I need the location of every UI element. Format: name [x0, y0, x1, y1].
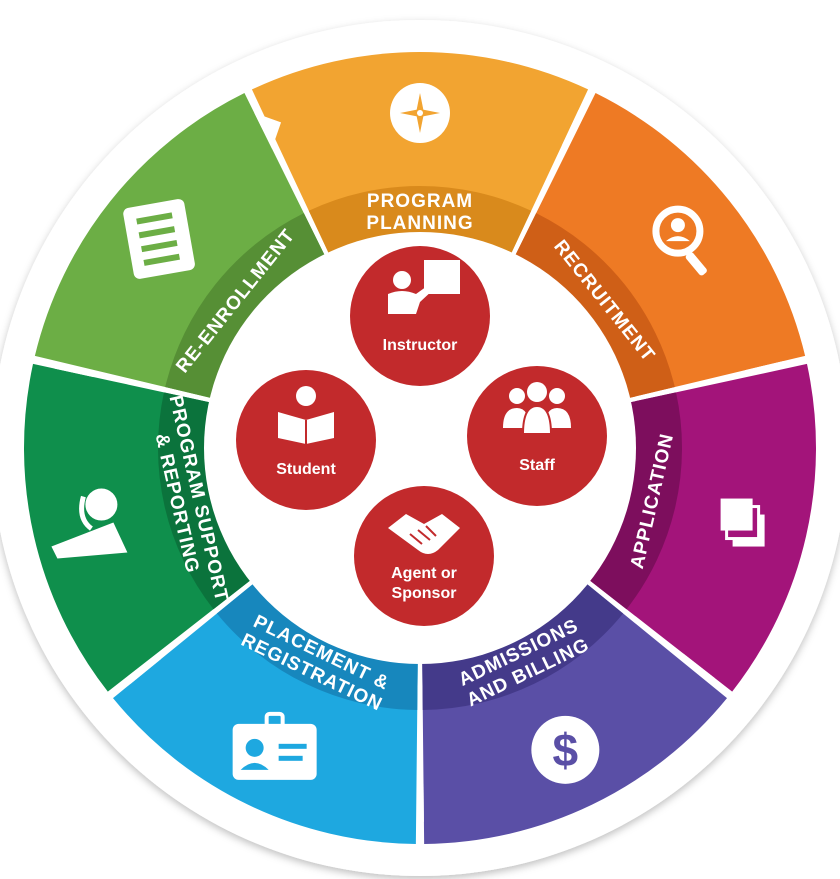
handshake-icon [388, 514, 460, 554]
role-label: Student [276, 461, 336, 478]
dollar-icon: $ [531, 715, 600, 784]
segment-label-band [165, 213, 327, 399]
role-circle [350, 246, 490, 386]
segment-label-band [513, 213, 675, 399]
role-label: Staff [519, 457, 555, 474]
student-reading-icon [278, 386, 334, 444]
segment-label-line: PLANNING [366, 213, 473, 234]
segment-label-band [216, 581, 418, 710]
support-agent-icon [51, 488, 128, 559]
role-circle [354, 486, 494, 626]
compass-icon [390, 83, 450, 143]
role-instructor[interactable]: Instructor [344, 240, 496, 392]
role-student[interactable]: Student [230, 364, 382, 516]
role-agent-sponsor[interactable]: Agent or Sponsor [348, 480, 500, 632]
role-label: Instructor [383, 337, 458, 354]
segment-label-band [587, 392, 682, 610]
segment-label-band [308, 186, 532, 257]
magnifier-person-icon [652, 205, 707, 276]
segment-application[interactable]: APPLICATION [587, 363, 816, 692]
stacked-pages-icon [720, 498, 765, 547]
segment-recruitment[interactable]: RECRUITMENT [513, 93, 806, 399]
segment-program-support-reporting[interactable]: PROGRAM SUPPORT& REPORTING [23, 353, 253, 692]
id-badge-icon [232, 711, 317, 780]
role-label: Agent or [391, 565, 457, 582]
instructor-icon [388, 260, 460, 314]
flow-arrow-icon [54, 353, 94, 378]
role-staff[interactable]: Staff [461, 360, 613, 512]
segment-label-band [422, 581, 624, 710]
center-disc [204, 232, 636, 664]
checklist-icon [123, 199, 195, 279]
svg-text:$: $ [553, 724, 579, 776]
flow-arrow-icon [254, 112, 282, 149]
role-circle [467, 366, 607, 506]
staff-group-icon [503, 382, 571, 435]
role-label: Sponsor [392, 585, 457, 602]
flow-arrow-icon [744, 360, 784, 385]
segment-label-band [158, 392, 253, 610]
segment-label-line: PROGRAM [367, 191, 473, 212]
